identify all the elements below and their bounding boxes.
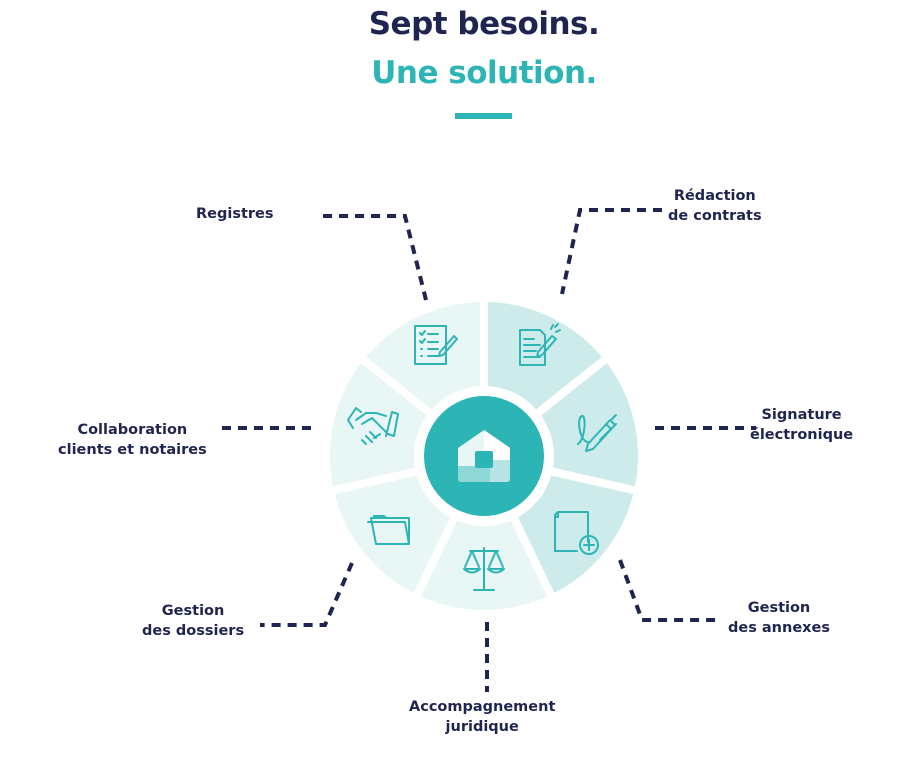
label-registres: Registres <box>196 204 274 224</box>
document-add-icon <box>554 511 599 555</box>
label-redaction-line1: Rédaction <box>673 188 756 204</box>
label-accompagnement-line2: juridique <box>445 719 519 735</box>
label-dossiers-line1: Gestion <box>161 603 225 619</box>
house-logo-icon <box>458 430 510 482</box>
label-dossiers-line2: des dossiers <box>142 623 245 639</box>
label-signature: Signature électronique <box>750 405 853 445</box>
label-registres-line1: Registres <box>196 206 274 222</box>
label-accompagnement: Accompagnement juridique <box>409 697 555 737</box>
heading-underline <box>455 113 512 119</box>
label-annexes-line1: Gestion <box>747 600 811 616</box>
signature-pen-icon <box>577 414 617 452</box>
label-redaction: Rédaction de contrats <box>668 186 762 226</box>
label-annexes: Gestion des annexes <box>728 598 830 638</box>
label-collaboration-line1: Collaboration <box>77 422 188 438</box>
label-signature-line2: électronique <box>750 427 854 443</box>
heading-line-2: Une solution. <box>371 55 597 91</box>
connector-annexes <box>618 559 722 622</box>
label-accompagnement-line1: Accompagnement <box>409 699 556 715</box>
connector-redaction <box>560 208 662 295</box>
contract-pen-icon <box>519 323 561 366</box>
segment-signature <box>531 353 646 496</box>
folder-icon <box>367 515 410 545</box>
label-collaboration-line2: clients et notaires <box>58 442 207 458</box>
segment-dossiers <box>325 466 460 603</box>
connector-dossiers <box>260 562 354 627</box>
heading-line-1: Sept besoins. <box>368 6 600 42</box>
connector-registres <box>323 214 428 301</box>
label-redaction-line2: de contrats <box>668 208 762 224</box>
scales-icon <box>463 547 505 591</box>
label-signature-line1: Signature <box>761 407 842 423</box>
label-dossiers: Gestion des dossiers <box>142 601 244 641</box>
label-collaboration: Collaboration clients et notaires <box>58 420 207 460</box>
checklist-icon <box>414 325 458 365</box>
segment-annexes <box>508 466 643 603</box>
handshake-icon <box>347 407 399 445</box>
label-annexes-line2: des annexes <box>728 620 830 636</box>
